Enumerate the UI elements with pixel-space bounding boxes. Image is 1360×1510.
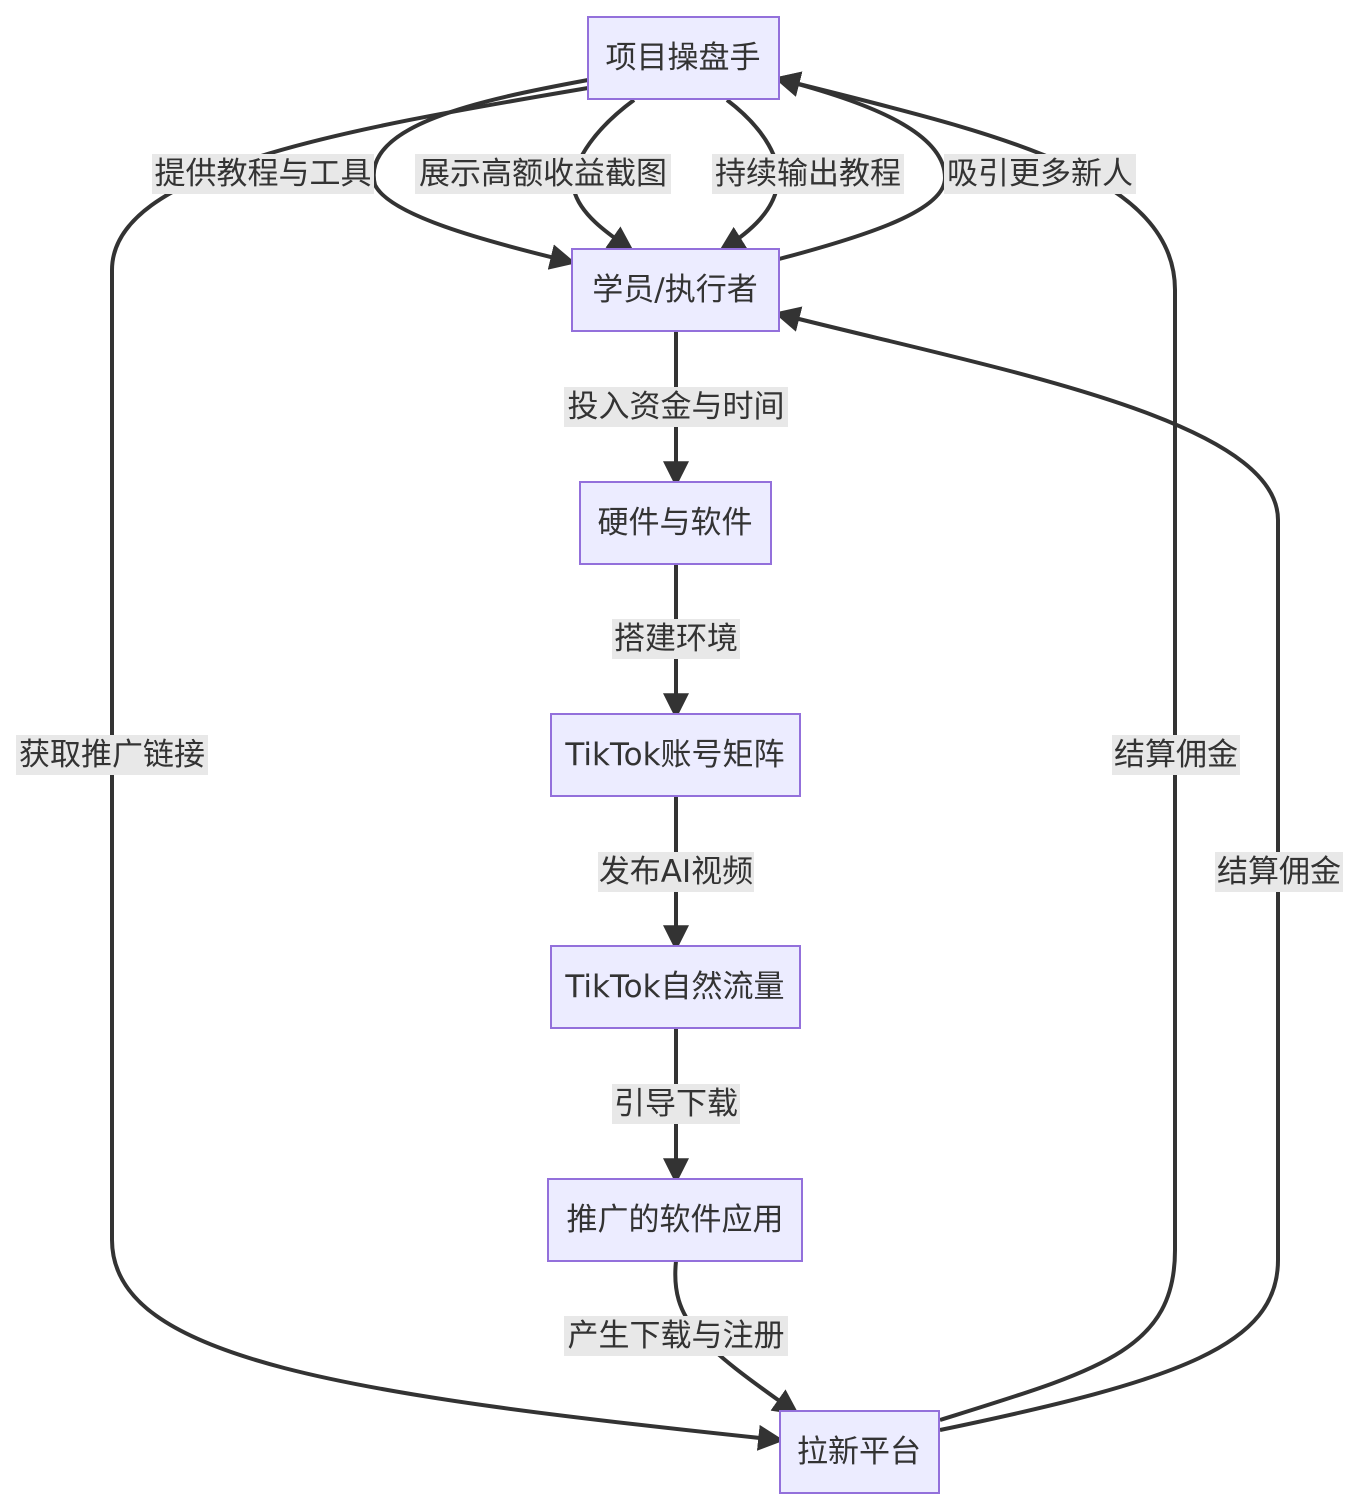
node-hardware-software: 硬件与软件 [579,481,772,565]
node-tiktok-traffic: TikTok自然流量 [550,945,801,1029]
svg-text:TikTok自然流量: TikTok自然流量 [564,969,784,1005]
node-tiktok-accounts: TikTok账号矩阵 [550,713,801,797]
svg-text:吸引更多新人: 吸引更多新人 [947,156,1133,192]
svg-text:投入资金与时间: 投入资金与时间 [568,389,785,425]
edge-label-attract-newcomers: 吸引更多新人 [944,154,1136,194]
edge-label-show-income: 展示高额收益截图 [415,154,671,194]
edge-operator-to-student-tutorials [371,78,589,270]
edge-label-settle-student: 结算佣金 [1215,852,1343,892]
edge-label-provide-tutorials: 提供教程与工具 [152,154,374,194]
svg-text:发布AI视频: 发布AI视频 [599,854,753,890]
svg-text:引导下载: 引导下载 [614,1086,738,1122]
svg-text:产生下载与注册: 产生下载与注册 [568,1318,785,1354]
svg-text:搭建环境: 搭建环境 [614,621,738,657]
node-student: 学员/执行者 [571,248,780,332]
edge-operator-to-platform-links [110,86,785,1451]
svg-text:获取推广链接: 获取推广链接 [19,737,205,773]
edge-label-continuous-tutorials: 持续输出教程 [712,154,904,194]
edge-label-publish: 发布AI视频 [598,852,754,892]
edge-label-setup: 搭建环境 [612,619,740,659]
edge-label-guide-download: 引导下载 [612,1084,740,1124]
edge-label-settle-operator: 结算佣金 [1112,735,1240,775]
edge-platform-to-student-commission [773,306,1280,1432]
node-operator: 项目操盘手 [587,16,780,100]
edge-label-get-links: 获取推广链接 [16,735,208,775]
edge-label-invest: 投入资金与时间 [564,387,788,427]
edge-platform-to-operator-commission [773,71,1177,1422]
node-promoted-app: 推广的软件应用 [547,1178,803,1262]
svg-text:结算佣金: 结算佣金 [1114,737,1238,773]
svg-text:项目操盘手: 项目操盘手 [606,40,761,76]
svg-text:展示高额收益截图: 展示高额收益截图 [419,156,667,192]
svg-text:拉新平台: 拉新平台 [797,1434,921,1470]
node-referral-platform: 拉新平台 [779,1410,940,1494]
svg-text:推广的软件应用: 推广的软件应用 [567,1202,784,1238]
edge-label-downloads: 产生下载与注册 [564,1316,788,1356]
svg-text:提供教程与工具: 提供教程与工具 [155,156,372,192]
svg-text:持续输出教程: 持续输出教程 [715,156,901,192]
svg-text:结算佣金: 结算佣金 [1217,854,1341,890]
svg-text:硬件与软件: 硬件与软件 [598,505,753,541]
svg-text:TikTok账号矩阵: TikTok账号矩阵 [564,737,784,773]
svg-text:学员/执行者: 学员/执行者 [592,272,757,308]
